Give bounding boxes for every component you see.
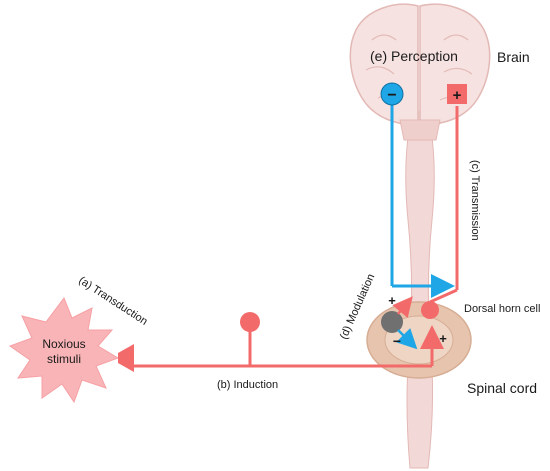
modulation-excitatory-arrow	[392, 296, 413, 319]
transmission-label: (c) Transmission	[469, 160, 481, 241]
excitatory-marker	[447, 84, 467, 104]
dorsal-horn-cell	[421, 301, 439, 319]
noxious-stimuli-starburst	[8, 296, 120, 404]
inhibitory-marker	[380, 82, 404, 106]
spinal-column	[405, 111, 435, 469]
brain-illustration	[349, 3, 491, 141]
dorsal-horn-plus-sign: +	[439, 331, 447, 346]
nociceptor-ending	[118, 344, 134, 372]
excitatory-sign: +	[453, 87, 462, 104]
ascending-tract-to-cell	[429, 288, 458, 304]
spinal-cord-label: Spinal cord	[467, 380, 537, 396]
modulation-minus-sign: −	[393, 333, 401, 349]
modulation-inhibitory-arrow	[396, 328, 418, 350]
inhibitory-sign: −	[387, 87, 396, 104]
dorsal-root-ganglion	[240, 312, 260, 332]
modulation-plus-sign: +	[388, 293, 396, 308]
modulation-interneuron	[381, 311, 403, 333]
perception-label: (e) Perception	[370, 48, 458, 64]
dorsal-horn-label: Dorsal horn cell	[464, 303, 540, 315]
stimulus-label-line2: stimuli	[47, 352, 81, 366]
induction-label: (b) Induction	[217, 379, 278, 391]
brain-label: Brain	[497, 49, 530, 65]
stimulus-label-line1: Noxious	[42, 337, 85, 351]
